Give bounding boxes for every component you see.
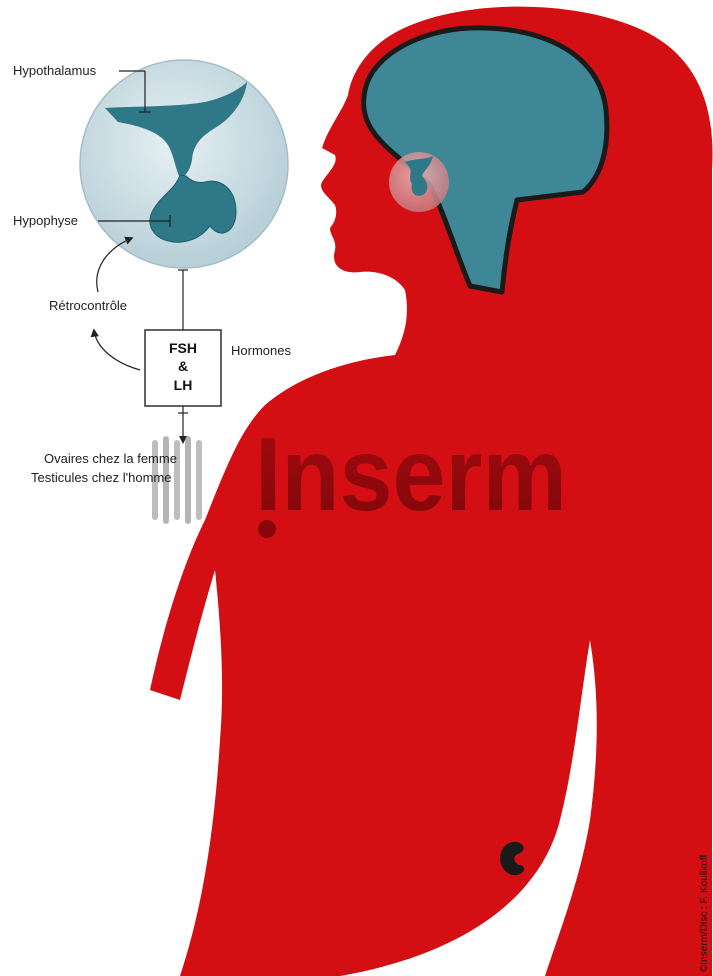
watermark-dot <box>258 520 276 538</box>
target-label-female: Ovaires chez la femme <box>44 451 177 466</box>
hormone-box-fsh: FSH <box>169 340 197 356</box>
watermark-group: Inserm <box>255 417 567 538</box>
hormone-box-ampersand: & <box>178 358 188 374</box>
hypothalamus-label: Hypothalamus <box>13 63 97 78</box>
retrocontrole-arrow-down <box>94 330 140 370</box>
watermark-text: Inserm <box>255 417 567 533</box>
hypophyse-label: Hypophyse <box>13 213 78 228</box>
target-label-male: Testicules chez l'homme <box>31 470 171 485</box>
copyright-credit: ©Inserm/Disc : F. Koulikoff <box>699 855 710 972</box>
retrocontrole-label: Rétrocontrôle <box>49 298 127 313</box>
hormone-box-lh: LH <box>174 377 193 393</box>
hormones-label: Hormones <box>231 343 291 358</box>
